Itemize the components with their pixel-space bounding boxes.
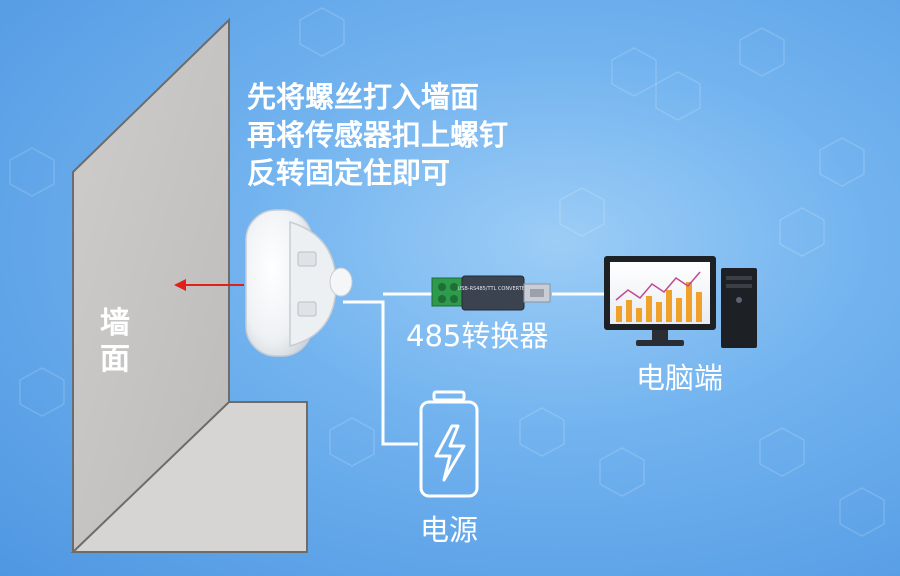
converter-label: 485转换器 xyxy=(406,319,549,353)
hexagon-pattern xyxy=(9,7,885,537)
converter-print: USB-RS485/TTL CONVERTER xyxy=(458,286,529,292)
usb-converter-icon: USB-RS485/TTL CONVERTER xyxy=(431,275,551,311)
wall-label: 墙面 xyxy=(100,306,130,377)
sensor-device-icon xyxy=(245,209,353,357)
instruction-line-2: 再将传感器扣上螺钉 xyxy=(247,118,509,152)
connection-lines xyxy=(343,292,604,446)
wall xyxy=(70,17,308,553)
pc-label: 电脑端 xyxy=(636,361,724,395)
battery-icon xyxy=(419,390,479,498)
instruction-text: 先将螺丝打入墙面 再将传感器扣上螺钉 反转固定住即可 xyxy=(247,78,508,192)
instruction-line-3: 反转固定住即可 xyxy=(247,156,451,190)
mounting-arrow xyxy=(174,279,244,291)
instruction-line-1: 先将螺丝打入墙面 xyxy=(247,80,480,114)
computer-icon xyxy=(604,256,757,348)
power-label: 电源 xyxy=(420,513,479,547)
